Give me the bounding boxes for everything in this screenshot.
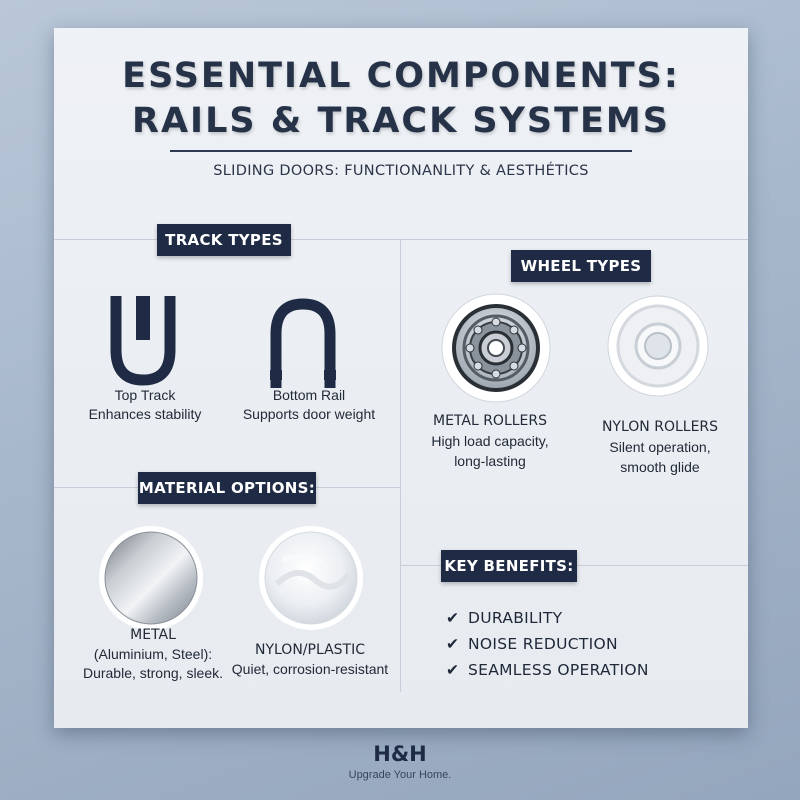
benefit-durability: ✔ DURABILITY xyxy=(446,606,562,630)
metal-roller-icon xyxy=(441,293,551,403)
title-line-1: ESSENTIAL COMPONENTS: xyxy=(122,56,680,96)
metal-rollers-desc-1: High load capacity, xyxy=(431,433,549,449)
metal-rollers-desc-2: long-lasting xyxy=(454,453,526,469)
section-divider-top xyxy=(54,239,748,240)
top-track-desc: Enhances stability xyxy=(88,406,202,422)
benefit-label: SEAMLESS OPERATION xyxy=(468,661,649,679)
bottom-rail-name: Bottom Rail xyxy=(272,387,346,403)
page-subtitle: SLIDING DOORS: FUNCTIONANLITY & AESTHÉTI… xyxy=(213,163,589,179)
benefit-seamless-operation: ✔ SEAMLESS OPERATION xyxy=(446,658,649,682)
title-line-2: RAILS & TRACK SYSTEMS xyxy=(132,101,670,141)
benefit-label: NOISE REDUCTION xyxy=(468,635,618,653)
metal-material-text: METAL (Aluminium, Steel): Durable, stron… xyxy=(60,626,246,683)
nylon-rollers-desc-2: smooth glide xyxy=(620,459,700,475)
nylon-rollers-desc-1: Silent operation, xyxy=(609,439,711,455)
metal-rollers-name: METAL ROLLERS xyxy=(432,413,548,429)
title-divider xyxy=(170,150,632,152)
top-track-u-icon xyxy=(110,296,176,386)
bottom-rail-text: Bottom Rail Supports door weight xyxy=(224,386,394,424)
page-title: ESSENTIAL COMPONENTS: RAILS & TRACK SYST… xyxy=(54,54,748,144)
metal-material-desc-1: (Aluminium, Steel): xyxy=(93,646,213,662)
brushed-metal-icon xyxy=(99,526,203,630)
metal-rollers-text: METAL ROLLERS High load capacity, long-l… xyxy=(410,411,570,471)
top-track-name: Top Track xyxy=(114,387,176,403)
nylon-plastic-icon xyxy=(259,526,363,630)
wheel-types-badge: WHEEL TYPES xyxy=(511,250,651,282)
metal-material-desc-2: Durable, strong, sleek. xyxy=(82,665,224,681)
infographic-card: ESSENTIAL COMPONENTS: RAILS & TRACK SYST… xyxy=(54,28,748,728)
nylon-roller-icon xyxy=(607,295,709,397)
nylon-material-name: NYLON/PLASTIC xyxy=(254,642,366,658)
brand-logo: H&H xyxy=(373,742,427,766)
track-types-badge: TRACK TYPES xyxy=(157,224,291,256)
nylon-material-text: NYLON/PLASTIC Quiet, corrosion-resistant xyxy=(222,641,398,679)
check-icon: ✔ xyxy=(446,635,460,653)
material-options-badge: MATERIAL OPTIONS: xyxy=(138,472,316,504)
check-icon: ✔ xyxy=(446,609,460,627)
nylon-material-desc: Quiet, corrosion-resistant xyxy=(231,661,389,677)
benefit-noise-reduction: ✔ NOISE REDUCTION xyxy=(446,632,618,656)
benefit-label: DURABILITY xyxy=(468,609,563,627)
brand-tagline: Upgrade Your Home. xyxy=(348,769,452,781)
bottom-rail-desc: Supports door weight xyxy=(242,406,376,422)
section-divider-vertical xyxy=(400,239,401,692)
nylon-rollers-text: NYLON ROLLERS Silent operation, smooth g… xyxy=(580,417,740,477)
bottom-rail-arch-icon xyxy=(270,298,336,388)
nylon-rollers-name: NYLON ROLLERS xyxy=(601,419,719,435)
check-icon: ✔ xyxy=(446,661,460,679)
metal-material-name: METAL xyxy=(130,627,176,643)
key-benefits-badge: KEY BENEFITS: xyxy=(441,550,577,582)
top-track-text: Top Track Enhances stability xyxy=(70,386,220,424)
